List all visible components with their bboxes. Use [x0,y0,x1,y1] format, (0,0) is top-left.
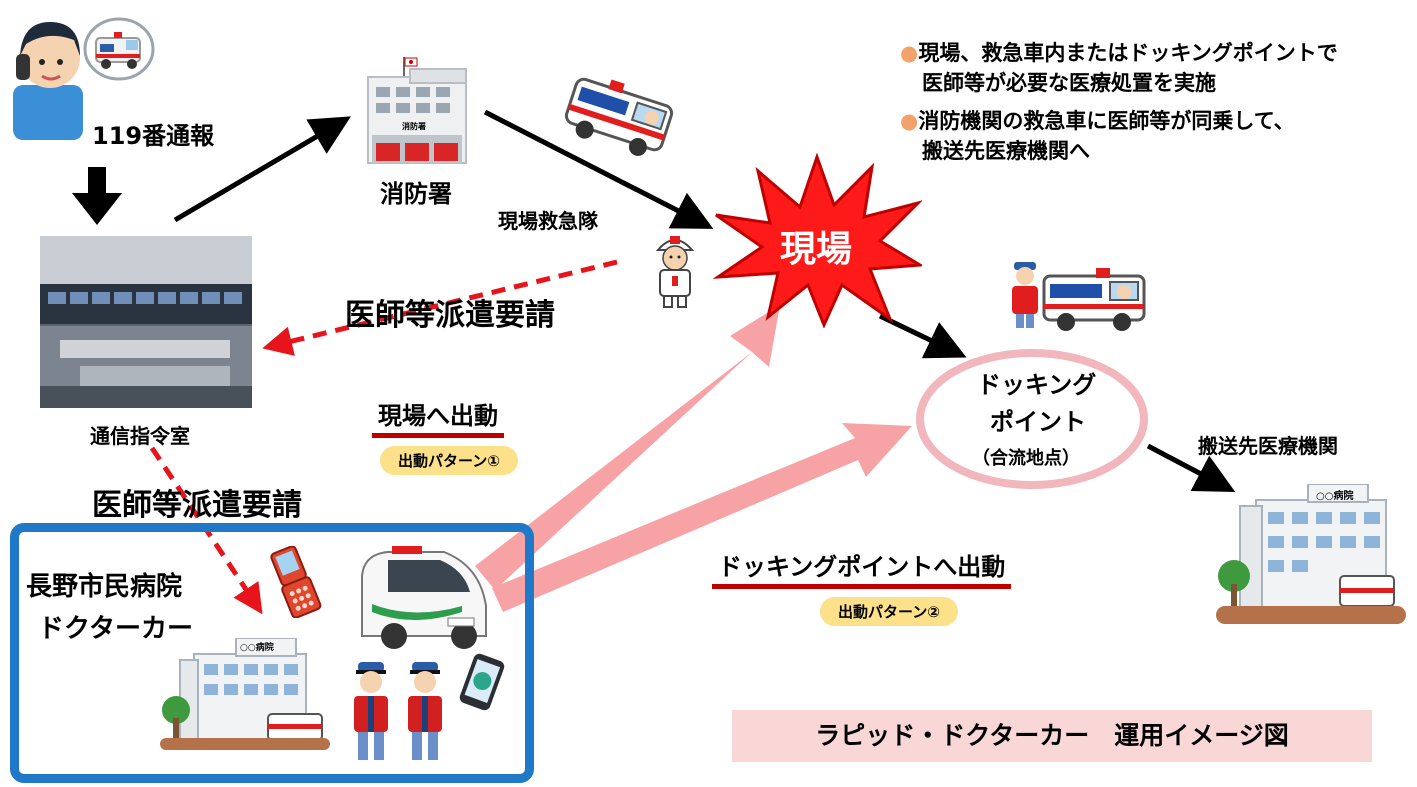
pink-arrow-to-docking [492,423,912,612]
doctor-icon [408,662,442,760]
arrow-docking-to-destination [1146,443,1236,492]
doctor-icon [354,662,388,760]
docking-staff-icon [1012,262,1038,328]
docking-ambulance-icon [1042,268,1146,331]
pink-arrow-to-scene [475,305,780,590]
phone-caller-icon [13,22,83,140]
rescue-team-label: 現場救急隊 [498,209,598,233]
control-room-photo [40,236,252,408]
bullet-item: ●現場、救急車内またはドッキングポイントで [900,41,1338,65]
scene-label: 現場 [780,229,853,270]
paramedic-icon [655,236,695,308]
fire-station-sign: 消防署 [402,122,426,131]
ambulance-icon [564,77,674,156]
docking-label-2: ポイント [990,408,1086,436]
pattern1-badge: 出動パターン① [380,446,518,475]
small-hospital-icon [160,638,330,750]
docking-label-1: ドッキング [977,371,1097,399]
caller-label: 119番通報 [92,122,215,150]
arrow-call-to-dispatch [72,167,122,225]
destination-hospital-icon [1216,484,1406,624]
dispatch-label: 通信指令室 [90,424,190,448]
request-label-bottom: 医師等派遣要請 [92,488,302,523]
docking-label-3: （合流地点） [972,448,1080,469]
arrow-dispatch-to-station [173,116,351,223]
hospital-label-1: 長野市民病院 [26,572,183,602]
hospital-doctor-car-box [10,523,534,783]
ambulance-thought-icon [83,17,155,81]
arrow-station-to-scene [483,109,714,229]
dashed-arrow-request-to-dispatch [262,259,618,356]
to-docking-label: ドッキングポイントへ出動 [712,547,1012,589]
flip-phone-icon [270,546,322,618]
bullet-dot-icon: ● [900,109,919,133]
hospital-label-2: ドクターカー [38,614,193,644]
request-label-top: 医師等派遣要請 [345,298,555,333]
small-hospital-sign: ○○病院 [240,643,274,653]
smartphone-icon [459,653,505,711]
doctor-car-icon [361,546,487,649]
bullet-dot-icon: ● [900,41,919,65]
destination-label: 搬送先医療機関 [1198,434,1338,458]
scene-burst-icon [712,153,922,328]
docking-point-ring [916,349,1148,489]
bullet-item-cont: 搬送先医療機関へ [922,139,1090,163]
fire-station-icon [367,57,467,164]
fire-station-label: 消防署 [380,180,452,208]
pattern2-badge: 出動パターン② [820,597,958,626]
diagram-caption: ラピッド・ドクターカー 運用イメージ図 [732,710,1372,762]
destination-hospital-sign: ○○病院 [1316,491,1354,502]
bullet-list: ●現場、救急車内またはドッキングポイントで 医師等が必要な医療処置を実施 ●消防… [900,38,1338,166]
bullet-item-cont: 医師等が必要な医療処置を実施 [922,71,1216,95]
to-scene-label: 現場へ出動 [372,396,504,438]
bullet-item: ●消防機関の救急車に医師等が同乗して、 [900,109,1295,133]
